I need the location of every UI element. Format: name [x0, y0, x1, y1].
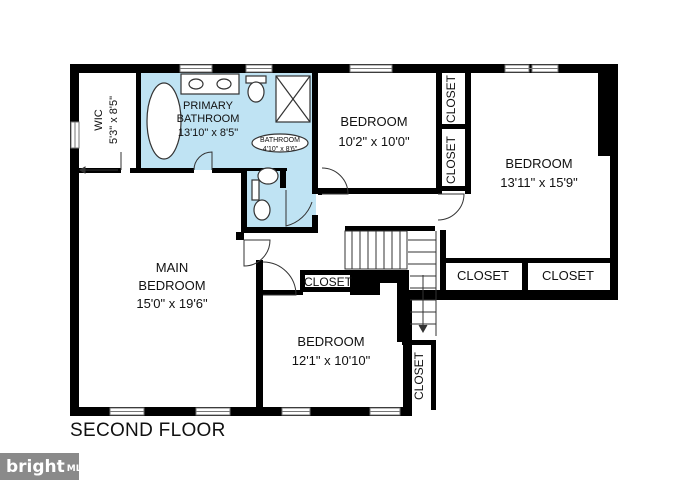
small-toilet-tank — [251, 179, 260, 201]
wic-arrow — [79, 166, 118, 174]
primary-bathroom-name-2: BATHROOM — [177, 113, 240, 125]
bathroom-fixtures — [146, 73, 311, 221]
closet-hall: CLOSET — [304, 275, 353, 289]
brand-suffix: MLS — [66, 463, 88, 474]
closet-top-right-lower: CLOSET — [444, 135, 458, 184]
bedroom-bottom-size: 12'1" x 10'10" — [292, 353, 371, 368]
small-sink-icon — [253, 199, 271, 221]
wic-size: 5'3" x 8'5" — [108, 96, 120, 144]
sink-right-icon — [216, 78, 232, 90]
bedroom-bottom-name: BEDROOM — [297, 334, 364, 349]
closet-right-left: CLOSET — [457, 268, 509, 283]
exterior-walls — [70, 64, 618, 416]
brand-logo: bright MLS — [0, 453, 88, 480]
main-bedroom-size: 15'0" x 19'6" — [136, 296, 208, 311]
sink-left-icon — [188, 78, 204, 90]
bathtub-icon — [146, 82, 182, 160]
primary-bathroom-name-1: PRIMARY — [183, 100, 234, 112]
bedroom-top-name: BEDROOM — [340, 114, 407, 129]
window-mullions — [74, 68, 558, 412]
main-bedroom-name-2: BEDROOM — [138, 278, 205, 293]
brand-word: bright — [6, 456, 65, 477]
toilet-icon — [247, 81, 265, 103]
main-bedroom-name-1: MAIN — [156, 260, 189, 275]
floor-title: SECOND FLOOR — [70, 420, 226, 441]
closet-top-right-upper: CLOSET — [444, 74, 458, 123]
small-toilet-icon — [257, 167, 279, 185]
bedroom-right-size: 13'11" x 15'9" — [500, 175, 578, 190]
floor-plan: WIC 5'3" x 8'5" PRIMARY BATHROOM 13'10" … — [70, 64, 618, 416]
closet-right-right: CLOSET — [542, 268, 594, 283]
bathroom-small-size: 4'10" x 8'6" — [263, 146, 298, 153]
doors — [120, 151, 465, 296]
closet-bottom-vertical: CLOSET — [412, 351, 426, 400]
primary-bathroom-size: 13'10" x 8'5" — [178, 127, 238, 139]
bedroom-right-name: BEDROOM — [505, 156, 572, 171]
bathroom-small-name: BATHROOM — [260, 137, 300, 144]
room-labels: WIC 5'3" x 8'5" PRIMARY BATHROOM 13'10" … — [93, 74, 594, 400]
wic-name: WIC — [93, 109, 105, 130]
staircase — [344, 230, 437, 336]
small-bath-sink-icon — [251, 133, 309, 153]
bathroom-gap-fill — [196, 144, 249, 170]
bedroom-top-size: 10'2" x 10'0" — [338, 134, 410, 149]
